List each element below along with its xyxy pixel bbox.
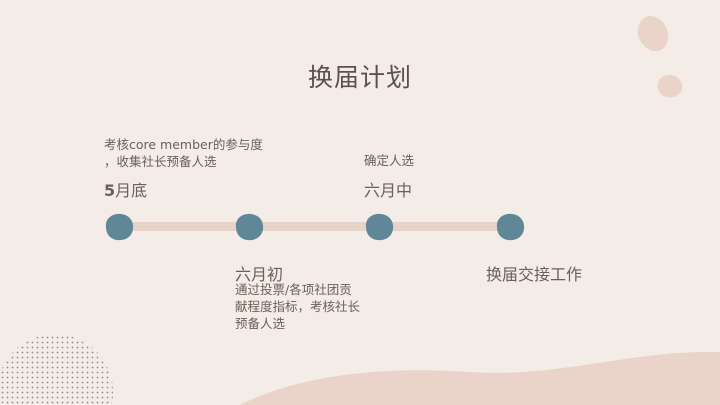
- milestone-2-desc-line: 预备人选: [235, 316, 286, 331]
- milestone-1-desc-line: ，收集社长预备人选: [104, 154, 217, 169]
- milestone-3-description: 确定人选: [364, 152, 414, 169]
- milestone-1-label-number: 5: [104, 181, 116, 200]
- timeline-node-2: [235, 213, 264, 241]
- timeline-line: [120, 222, 512, 231]
- decorative-dot-pattern: [0, 334, 113, 405]
- milestone-1-description: 考核core member的参与度 ，收集社长预备人选: [104, 136, 263, 170]
- timeline-node-3: [365, 213, 394, 241]
- decorative-blob-large: [637, 15, 669, 52]
- milestone-2-label: 六月初: [235, 265, 284, 284]
- milestone-2-desc-line: 献程度指标，考核社长: [235, 299, 361, 314]
- milestone-1-label-text: 月底: [115, 181, 148, 200]
- milestone-3-desc-line: 确定人选: [364, 153, 415, 168]
- milestone-2-desc-line: 通过投票/各项社团贡: [235, 282, 352, 297]
- milestone-2-description: 通过投票/各项社团贡 献程度指标，考核社长 预备人选: [235, 281, 360, 332]
- milestone-1-desc-line: 考核core member的参与度: [104, 137, 263, 152]
- timeline-node-1: [105, 213, 134, 241]
- page-title: 换届计划: [307, 63, 412, 92]
- milestone-3-label: 六月中: [364, 181, 413, 200]
- milestone-4-label: 换届交接工作: [486, 265, 583, 284]
- decorative-blob-small: [657, 74, 683, 98]
- milestone-1-label: 5月底: [104, 177, 147, 201]
- timeline-node-4: [496, 213, 525, 241]
